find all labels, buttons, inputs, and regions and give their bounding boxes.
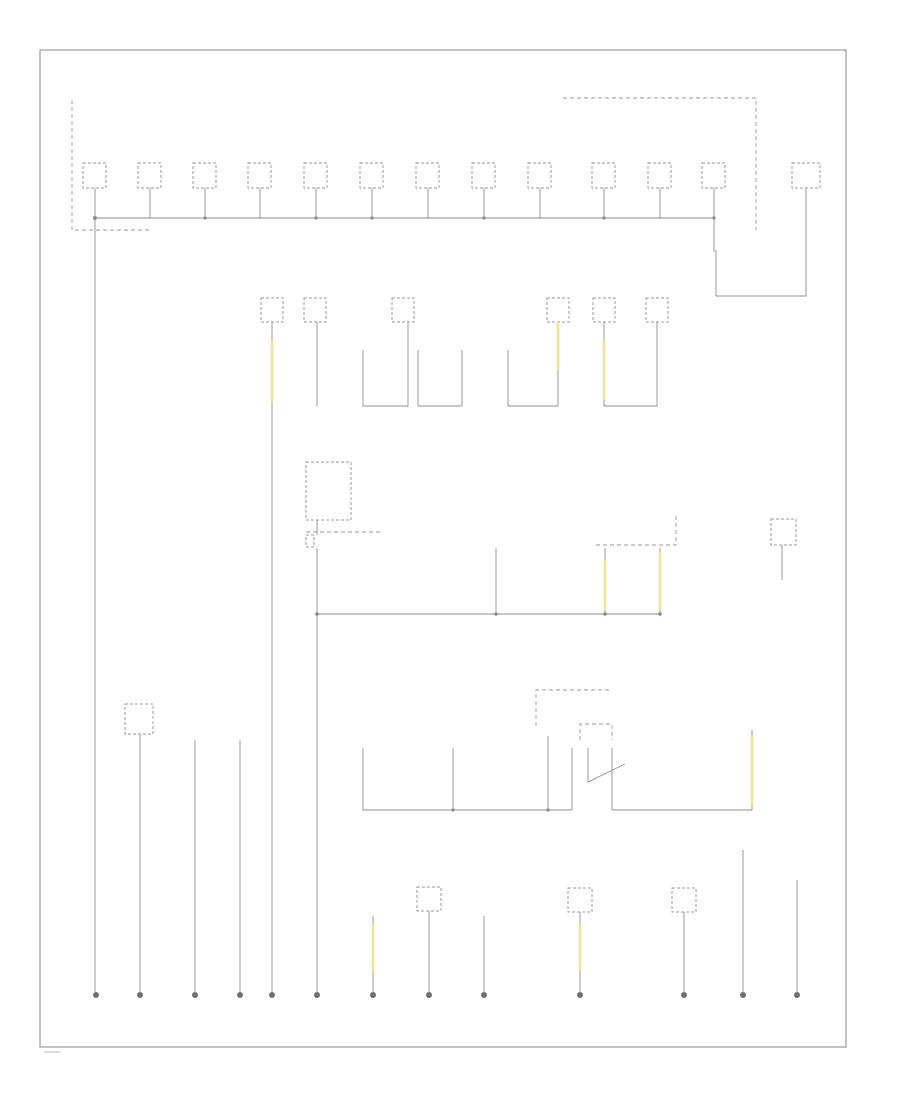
- junction-block-bracket: [71, 100, 150, 231]
- bottom-connector-row: [371, 850, 798, 992]
- ground-points: [93, 992, 800, 998]
- figure-code: W0000000: [44, 1050, 60, 1054]
- top-connector-row: [71, 97, 821, 297]
- top-connector: [82, 162, 821, 189]
- lower-connector-area: [124, 689, 754, 992]
- junction-block-bracket-right: [563, 97, 757, 230]
- mid-connector-area: [305, 461, 797, 992]
- second-connector-row: [260, 297, 669, 992]
- diagram-frame: [39, 49, 847, 1048]
